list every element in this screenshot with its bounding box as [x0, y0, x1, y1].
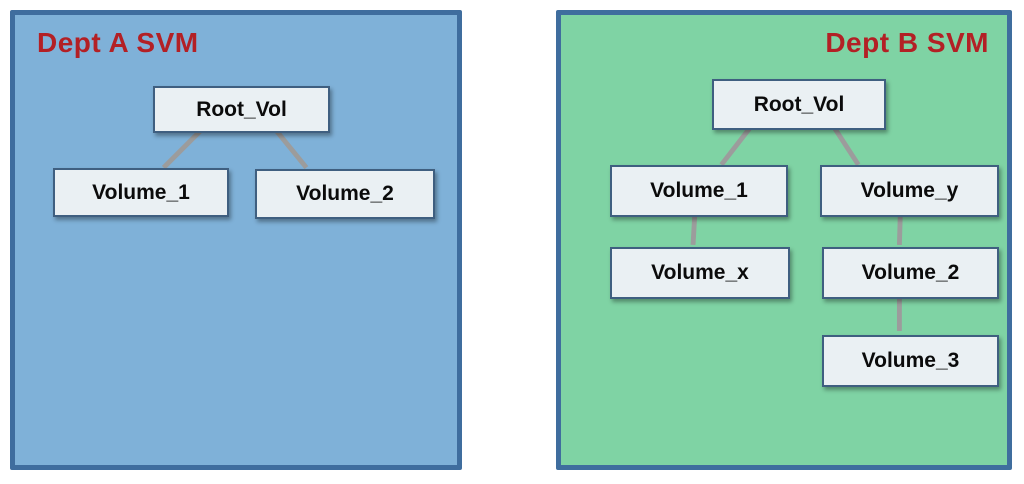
node-volume-1: Volume_1	[610, 165, 788, 217]
node-volume-y: Volume_y	[820, 165, 999, 217]
node-root-vol: Root_Vol	[153, 86, 330, 133]
node-volume-x: Volume_x	[610, 247, 790, 299]
node-label: Volume_2	[296, 182, 394, 205]
dept-b-panel-title: Dept B SVM	[825, 27, 989, 58]
node-volume-2: Volume_2	[822, 247, 999, 299]
node-root-vol: Root_Vol	[712, 79, 886, 130]
node-volume-3: Volume_3	[822, 335, 999, 387]
node-label: Volume_1	[650, 179, 748, 202]
node-label: Volume_y	[860, 179, 959, 202]
dept-a-connector-lines	[161, 128, 309, 170]
node-label: Volume_x	[651, 261, 749, 284]
connector-root_vol-to-volume_2	[274, 128, 309, 170]
dept-a-panel-title: Dept A SVM	[37, 27, 199, 58]
node-label: Volume_1	[92, 180, 190, 204]
node-label: Root_Vol	[753, 92, 845, 116]
connector-root_vol-to-volume_1	[719, 124, 754, 167]
node-label: Volume_3	[861, 349, 960, 372]
node-volume-1: Volume_1	[53, 168, 229, 217]
connector-root_vol-to-volume_y	[830, 124, 861, 167]
node-volume-2: Volume_2	[255, 169, 435, 219]
connector-root_vol-to-volume_1	[161, 128, 203, 170]
node-label: Root_Vol	[196, 97, 287, 121]
node-label: Volume_2	[861, 261, 960, 284]
